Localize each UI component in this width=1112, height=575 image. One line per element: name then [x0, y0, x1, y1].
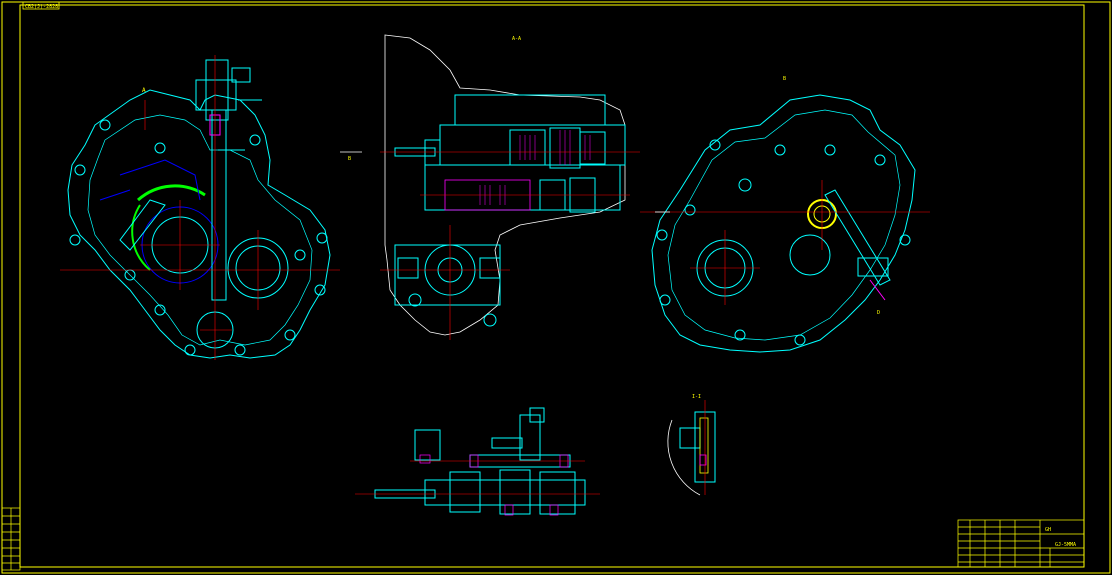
- title-block: [957, 519, 1085, 568]
- right-housing-view: [640, 94, 930, 353]
- drawing-number-tag: CB2(J)-2828: [22, 1, 60, 10]
- center-view-label: A-A: [512, 36, 521, 42]
- left-view-label: A: [142, 87, 146, 94]
- detail-view-label: I-I: [692, 394, 701, 400]
- left-housing-view: [60, 55, 340, 360]
- section-arrow-label: B: [348, 156, 351, 162]
- title-block-name: GJ-5MMA: [1055, 542, 1076, 548]
- center-section-view: [340, 34, 640, 340]
- detail-view: [667, 400, 716, 496]
- inner-frame: [19, 4, 1085, 568]
- right-view-label: B: [783, 76, 786, 82]
- shaft-assembly-view: [355, 407, 600, 516]
- title-block-drawing-no: GH: [1045, 527, 1051, 533]
- left-revision-table: [1, 507, 21, 571]
- right-callout-label: D: [877, 310, 880, 316]
- drawing-number-tag-text: CB2(J)-2828: [25, 4, 58, 10]
